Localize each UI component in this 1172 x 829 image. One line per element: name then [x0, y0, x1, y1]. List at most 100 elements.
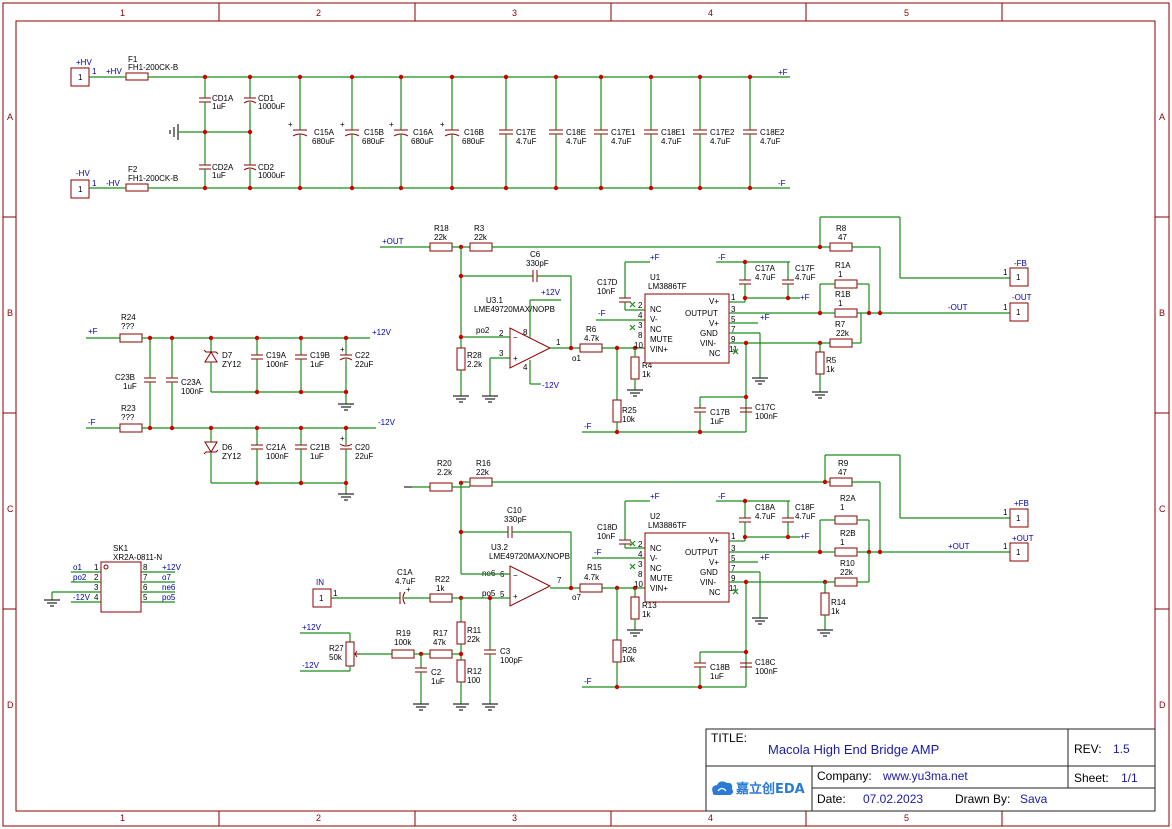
r6[interactable] [579, 343, 603, 353]
svg-text:+12V: +12V [302, 623, 322, 632]
r18[interactable] [429, 242, 453, 252]
svg-text:10nF: 10nF [597, 287, 615, 296]
out-neg-connector[interactable] [1009, 302, 1029, 322]
svg-text:1k: 1k [642, 370, 651, 379]
fb-pos-connector[interactable] [1009, 508, 1029, 528]
amp-chip-u1[interactable] [644, 293, 730, 364]
r19[interactable] [391, 649, 415, 659]
svg-text:9: 9 [731, 335, 736, 344]
svg-text:1: 1 [319, 594, 324, 603]
zener-d6[interactable] [204, 441, 218, 453]
svg-text:1: 1 [1003, 268, 1008, 277]
svg-text:4.7uF: 4.7uF [395, 577, 416, 586]
svg-text:5: 5 [731, 554, 736, 563]
fb-neg-connector[interactable] [1009, 267, 1029, 287]
r28[interactable] [456, 347, 466, 371]
svg-text:R25: R25 [622, 406, 637, 415]
net-hv-pos: +HV [106, 67, 122, 76]
r16[interactable] [469, 477, 493, 487]
svg-text:3: 3 [499, 349, 504, 358]
svg-text:1: 1 [838, 270, 843, 279]
svg-text:47k: 47k [433, 638, 447, 647]
r2b[interactable] [834, 547, 858, 557]
svg-text:R2A: R2A [840, 494, 856, 503]
r17[interactable] [429, 649, 453, 659]
svg-text:22k: 22k [467, 635, 481, 644]
reg-out-pos: +12V [372, 328, 392, 337]
svg-text:1: 1 [731, 293, 736, 302]
svg-text:C18E: C18E [566, 128, 586, 137]
svg-text:R18: R18 [434, 224, 449, 233]
hv-neg-connector[interactable] [70, 179, 90, 199]
svg-text:+12V: +12V [541, 288, 561, 297]
svg-text:R11: R11 [467, 626, 482, 635]
svg-text:???: ??? [121, 413, 135, 422]
svg-text:C17A: C17A [755, 264, 776, 273]
svg-text:7: 7 [731, 564, 736, 573]
svg-text:1: 1 [78, 73, 83, 82]
r12[interactable] [456, 659, 466, 683]
r5[interactable] [815, 351, 825, 375]
svg-text:R5: R5 [826, 356, 837, 365]
r3[interactable] [469, 242, 493, 252]
socket-body[interactable] [100, 561, 142, 613]
svg-text:GND: GND [700, 329, 718, 338]
r2a[interactable] [834, 515, 858, 525]
svg-text:4.7uF: 4.7uF [516, 137, 537, 146]
r10[interactable] [834, 577, 858, 587]
svg-text:1uF: 1uF [310, 360, 324, 369]
zener-d7[interactable] [204, 351, 218, 363]
grid-row-c: C [7, 504, 14, 514]
svg-text:1: 1 [1016, 548, 1021, 557]
amp-chip-u2[interactable] [644, 532, 730, 603]
svg-text:-F: -F [594, 548, 602, 557]
svg-text:NC: NC [709, 349, 721, 358]
r9[interactable] [829, 477, 853, 487]
grid-col-5-bottom: 5 [904, 813, 909, 823]
opamp-u3-2[interactable] [509, 565, 552, 607]
svg-text:1uF: 1uF [123, 382, 137, 391]
svg-text:1: 1 [1016, 273, 1021, 282]
r13[interactable] [630, 596, 640, 620]
r23[interactable] [119, 423, 143, 433]
fuse-f2[interactable] [125, 183, 149, 192]
svg-text:R6: R6 [586, 325, 597, 334]
svg-text:+: + [513, 592, 518, 601]
svg-text:LME49720MAX/NOPB: LME49720MAX/NOPB [474, 305, 555, 314]
r7[interactable] [829, 338, 853, 348]
svg-text:o7: o7 [162, 573, 171, 582]
r26[interactable] [612, 639, 622, 663]
svg-text:V-: V- [650, 315, 658, 324]
r20[interactable] [429, 482, 453, 492]
r1b[interactable] [834, 308, 858, 318]
svg-text:1k: 1k [436, 584, 445, 593]
r4[interactable] [630, 356, 640, 380]
r8[interactable] [829, 242, 853, 252]
out-pos-connector[interactable] [1009, 542, 1029, 562]
svg-text:C18C: C18C [755, 658, 776, 667]
rail-neg-f: -F [778, 179, 786, 188]
r24[interactable] [119, 333, 143, 343]
svg-text:U3.2: U3.2 [491, 543, 508, 552]
svg-text:C17E2: C17E2 [710, 128, 735, 137]
r14[interactable] [820, 592, 830, 616]
r22[interactable] [429, 593, 453, 603]
svg-text:LM3886TF: LM3886TF [648, 521, 687, 530]
svg-text:FH1-200CK-B: FH1-200CK-B [128, 174, 178, 183]
svg-text:R14: R14 [831, 598, 846, 607]
r25[interactable] [612, 399, 622, 423]
r15[interactable] [579, 583, 603, 593]
svg-text:4: 4 [94, 593, 99, 602]
svg-text:4.7uF: 4.7uF [710, 137, 731, 146]
trim-pot-r27[interactable] [345, 641, 355, 667]
fuse-f1[interactable] [125, 72, 149, 81]
svg-text:1000uF: 1000uF [258, 171, 285, 180]
svg-text:-F: -F [584, 422, 592, 431]
svg-text:1uF: 1uF [212, 102, 226, 111]
svg-text:po2: po2 [73, 573, 87, 582]
r1a[interactable] [834, 279, 858, 289]
svg-text:3: 3 [731, 305, 736, 314]
svg-text:1: 1 [78, 185, 83, 194]
svg-text:−: − [513, 333, 518, 342]
r11[interactable] [456, 621, 466, 645]
